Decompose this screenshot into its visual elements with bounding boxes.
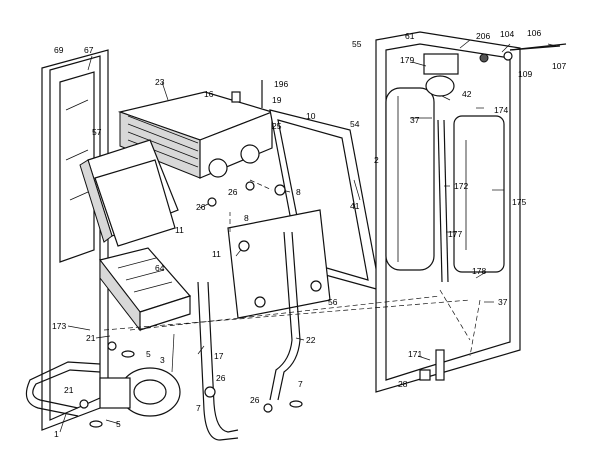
front-door-frame [41,49,109,431]
callout-172: 172 [454,181,469,191]
callout-26-b: 26 [196,202,206,212]
callout-57: 57 [92,127,102,137]
callout-26-a: 26 [228,187,238,197]
callout-21-a: 21 [86,333,96,343]
callout-10: 10 [306,111,316,121]
assembly-guides [103,179,481,357]
callout-104: 104 [500,29,515,39]
callout-61: 61 [405,31,415,41]
pipe-22 [269,231,293,401]
pipe-172-edge [443,119,449,283]
callout-171: 171 [408,349,423,359]
callout-1: 1 [54,429,59,439]
pipe-17-edge [207,281,239,433]
callout-42: 42 [462,89,472,99]
callout-56: 56 [328,297,338,307]
pipe-1 [32,369,101,409]
heat-exchanger [117,91,274,179]
pump [99,367,181,417]
callout-16: 16 [204,89,214,99]
callout-196: 196 [274,79,289,89]
callout-23: 23 [155,77,165,87]
pipe-1-edge [25,361,101,417]
callout-69: 69 [54,45,64,55]
callout-64: 64 [155,263,165,273]
storage-tank [453,115,505,273]
callout-179: 179 [400,55,415,65]
callout-25: 25 [272,121,282,131]
callout-28: 28 [398,379,408,389]
callout-173: 173 [52,321,67,331]
callout-206: 206 [476,31,491,41]
callout-109: 109 [518,69,533,79]
callout-55: 55 [352,39,362,49]
callout-7-b: 7 [196,403,201,413]
callout-37-top: 37 [410,115,420,125]
pipe-17 [197,281,239,441]
callout-7-a: 7 [298,379,303,389]
callout-174: 174 [494,105,509,115]
callout-11-a: 11 [175,225,184,235]
front-panel [227,209,331,319]
callout-178: 178 [472,266,487,276]
callout-41: 41 [350,201,360,211]
callout-26-d: 26 [250,395,260,405]
pipe-172 [437,119,443,283]
burner [98,247,192,332]
callout-26-c: 26 [216,373,226,383]
callout-54: 54 [350,119,360,129]
callout-8-a: 8 [296,187,301,197]
callout-67: 67 [84,45,94,55]
callout-17: 17 [214,351,224,361]
small-fittings [79,45,561,428]
leader-lines [59,39,557,433]
callout-2: 2 [374,155,379,165]
expansion-vessel [385,87,435,271]
callout-8-b: 8 [244,213,249,223]
callout-11-b: 11 [212,249,221,259]
insulation-panels [79,139,179,247]
callout-37-bottom: 37 [498,297,508,307]
top-fittings [423,43,567,97]
callout-5-a: 5 [146,349,151,359]
callout-175: 175 [512,197,527,207]
callout-177: 177 [448,229,463,239]
callout-107: 107 [552,61,567,71]
callout-5-b: 5 [116,419,121,429]
callout-19: 19 [272,95,282,105]
callout-22: 22 [306,335,316,345]
callout-106: 106 [527,28,542,38]
callout-21-b: 21 [64,385,74,395]
callout-3: 3 [160,355,165,365]
pipe-22-edge [277,231,301,401]
